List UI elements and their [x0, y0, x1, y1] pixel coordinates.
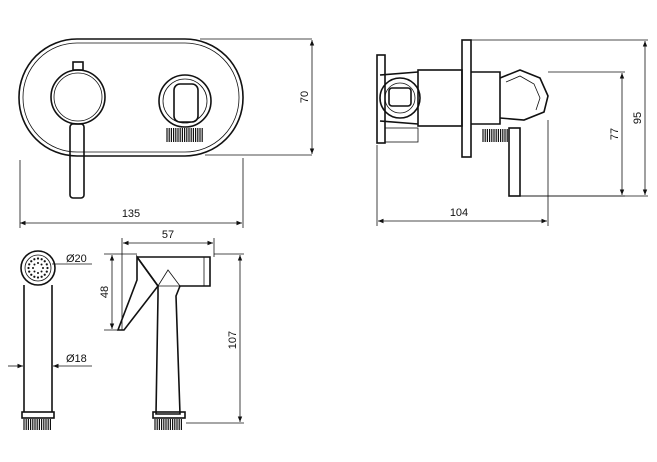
cover-plate-inner	[22, 42, 240, 153]
spray-nozzles	[27, 257, 49, 279]
nozzle-dot	[33, 275, 36, 278]
handshower-end-view: Ø20 Ø18	[8, 250, 92, 430]
side-holder-ring-inner	[384, 82, 416, 114]
side-holder-ring	[379, 77, 421, 119]
holder-thread	[166, 128, 203, 142]
dimension-label-height: 70	[299, 91, 311, 103]
elbow-outlet	[499, 69, 549, 121]
nozzle-dot	[43, 273, 46, 276]
nozzle-dot	[40, 263, 43, 266]
nozzle-dot	[30, 260, 33, 263]
nozzle-dot	[42, 267, 44, 269]
nozzle-dot	[30, 273, 33, 276]
side-collar	[152, 411, 186, 419]
side-lever	[508, 127, 521, 197]
nozzle-dot	[40, 275, 43, 278]
nozzle-dot	[43, 260, 46, 263]
body-block	[417, 69, 463, 127]
side-view: 104 77 95	[376, 39, 648, 226]
elbow-curve	[505, 75, 541, 111]
nozzle-dot	[33, 258, 36, 261]
spray-body	[136, 256, 211, 415]
spray-head	[20, 250, 56, 286]
dimension-label-57: 57	[162, 229, 174, 241]
end-thread	[23, 419, 52, 430]
nozzle-dot	[45, 270, 48, 273]
nozzle-dot	[40, 258, 43, 261]
nozzle-dot	[46, 266, 49, 270]
nozzle-dot	[45, 263, 48, 266]
nozzle-dot	[36, 257, 40, 260]
side-holder-arm	[379, 71, 419, 125]
side-holder-slot	[388, 87, 412, 107]
side-thread	[482, 129, 508, 142]
nozzle-dot	[33, 263, 36, 266]
nozzle-dot	[28, 263, 31, 266]
lever-arm	[69, 123, 85, 199]
cover-plate	[18, 38, 244, 157]
wall-plate	[461, 39, 472, 158]
dimension-label-width: 135	[122, 208, 140, 220]
trigger	[116, 254, 159, 331]
holder-slot	[173, 83, 199, 123]
nozzle-dot	[32, 267, 34, 269]
side-body-thread	[154, 419, 182, 430]
lever-neck	[72, 61, 84, 71]
front-view: 135 70	[18, 38, 315, 228]
dimension-label-depth: 104	[450, 207, 468, 219]
dimension-label-77: 77	[609, 128, 621, 140]
spray-head-inner	[24, 254, 52, 282]
diameter-label-head: Ø20	[66, 253, 87, 265]
end-collar	[21, 411, 55, 419]
diameter-label-body: Ø18	[66, 353, 87, 365]
dimension-label-107: 107	[227, 331, 239, 349]
holder-ring	[158, 74, 212, 128]
nozzle-dot	[33, 270, 36, 273]
nozzle-dot	[40, 270, 43, 273]
nozzle-dot	[27, 266, 30, 270]
nozzle-dot	[37, 272, 39, 274]
elbow-body	[471, 71, 501, 125]
lever-knob-inner	[53, 72, 103, 122]
lever-knob	[50, 69, 106, 125]
nozzle-dot	[28, 270, 31, 273]
dimension-label-48: 48	[99, 286, 111, 298]
nozzle-dot	[37, 262, 39, 264]
bracket-link	[384, 127, 419, 143]
nozzle-dot	[36, 276, 40, 279]
dimension-label-95: 95	[632, 112, 644, 124]
handshower-side-view: 57 48 107	[99, 229, 244, 430]
holder-ring-inner	[162, 78, 208, 124]
back-bracket	[376, 54, 386, 144]
